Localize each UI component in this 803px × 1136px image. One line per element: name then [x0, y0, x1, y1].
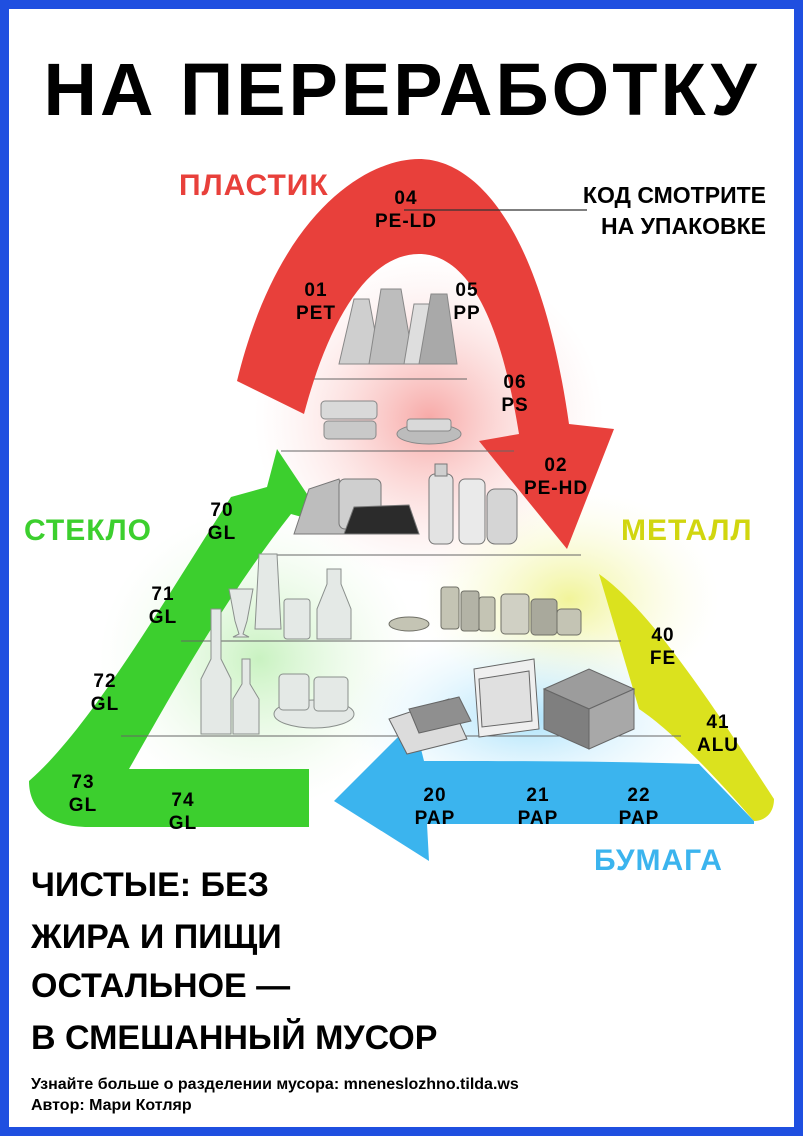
rest-note-line2: В СМЕШАННЫЙ МУСОР: [31, 1019, 438, 1057]
code-abbr: GL: [168, 813, 198, 834]
code-abbr: GL: [207, 523, 237, 544]
code-number: 02: [544, 455, 568, 476]
code-number: 05: [455, 280, 479, 301]
code-number: 72: [93, 671, 117, 692]
code-hint: КОД СМОТРИТЕ НА УПАКОВКЕ: [583, 180, 766, 242]
metal-code-40: 40 FE: [618, 624, 708, 670]
glass-code-70: 70 GL: [177, 499, 267, 545]
code-number: 22: [627, 785, 651, 806]
code-number: 06: [503, 372, 527, 393]
paper-code-20: 20 PAP: [390, 784, 480, 830]
rest-note: ОСТАЛЬНОЕ — В СМЕШАННЫЙ МУСОР: [31, 960, 437, 1064]
metal-arrow: [599, 574, 774, 821]
recycling-triangle-graphic: [29, 159, 774, 861]
glass-label: СТЕКЛО: [24, 514, 152, 547]
plastic-code-01: 01 PET: [271, 279, 361, 325]
paper-arrow: [334, 721, 754, 861]
code-number: 73: [71, 772, 95, 793]
code-abbr: ALU: [696, 735, 740, 756]
plastic-code-06: 06 PS: [470, 371, 560, 417]
recycling-poster: НА ПЕРЕРАБОТКУ ПЛАСТИК СТЕКЛО МЕТАЛЛ БУМ…: [9, 9, 794, 1127]
code-hint-line2: НА УПАКОВКЕ: [601, 213, 766, 239]
code-abbr: PS: [501, 395, 529, 416]
code-abbr: GL: [148, 607, 178, 628]
plastic-code-05: 05 PP: [422, 279, 512, 325]
footer-learn-more: Узнайте больше о разделении мусора: mnen…: [31, 1076, 519, 1093]
code-number: 74: [171, 790, 195, 811]
code-abbr: FE: [649, 648, 677, 669]
code-abbr: PAP: [517, 808, 559, 829]
code-number: 01: [304, 280, 328, 301]
glass-arrow: [29, 449, 327, 827]
code-abbr: PP: [453, 303, 481, 324]
plastic-code-04: 04 PE-LD: [361, 187, 451, 233]
code-number: 71: [151, 584, 175, 605]
plastic-bags-illustration: [338, 288, 458, 365]
code-number: 40: [651, 625, 675, 646]
footer: Узнайте больше о разделении мусора: mnen…: [31, 1074, 519, 1116]
plastic-code-02: 02 PE-HD: [511, 454, 601, 500]
code-abbr: GL: [90, 694, 120, 715]
paper-label: БУМАГА: [594, 844, 723, 877]
code-abbr: PAP: [414, 808, 456, 829]
glass-code-72: 72 GL: [60, 670, 150, 716]
code-number: 41: [706, 712, 730, 733]
footer-author: Автор: Мари Котляр: [31, 1097, 192, 1114]
glass-code-71: 71 GL: [118, 583, 208, 629]
plastic-label: ПЛАСТИК: [179, 169, 329, 202]
code-number: 21: [526, 785, 550, 806]
clean-note: ЧИСТЫЕ: БЕЗ ЖИРА И ПИЩИ: [31, 859, 282, 963]
page-title: НА ПЕРЕРАБОТКУ: [43, 48, 760, 131]
plastic-containers-illustration: [320, 400, 462, 445]
metal-cans-illustration: [388, 586, 582, 636]
glass-code-73: 73 GL: [38, 771, 128, 817]
plastic-arrow: [237, 159, 614, 549]
rest-note-line1: ОСТАЛЬНОЕ —: [31, 967, 291, 1005]
paper-items-illustration: [388, 658, 636, 755]
plastic-bottles-illustration: [293, 463, 518, 545]
code-abbr: PE-LD: [375, 211, 437, 232]
metal-code-41: 41 ALU: [673, 711, 763, 757]
paper-code-21: 21 PAP: [493, 784, 583, 830]
code-abbr: PAP: [618, 808, 660, 829]
glass-items-illustration: [200, 553, 355, 735]
code-abbr: PET: [296, 303, 336, 324]
metal-label: МЕТАЛЛ: [621, 514, 753, 547]
code-hint-line1: КОД СМОТРИТЕ: [582, 182, 766, 208]
paper-code-22: 22 PAP: [594, 784, 684, 830]
clean-note-line2: ЖИРА И ПИЩИ: [31, 918, 282, 956]
glass-code-74: 74 GL: [138, 789, 228, 835]
code-number: 04: [394, 188, 418, 209]
code-abbr: GL: [68, 795, 98, 816]
code-number: 20: [423, 785, 447, 806]
code-number: 70: [210, 500, 234, 521]
code-abbr: PE-HD: [523, 478, 589, 499]
clean-note-line1: ЧИСТЫЕ: БЕЗ: [31, 866, 269, 904]
